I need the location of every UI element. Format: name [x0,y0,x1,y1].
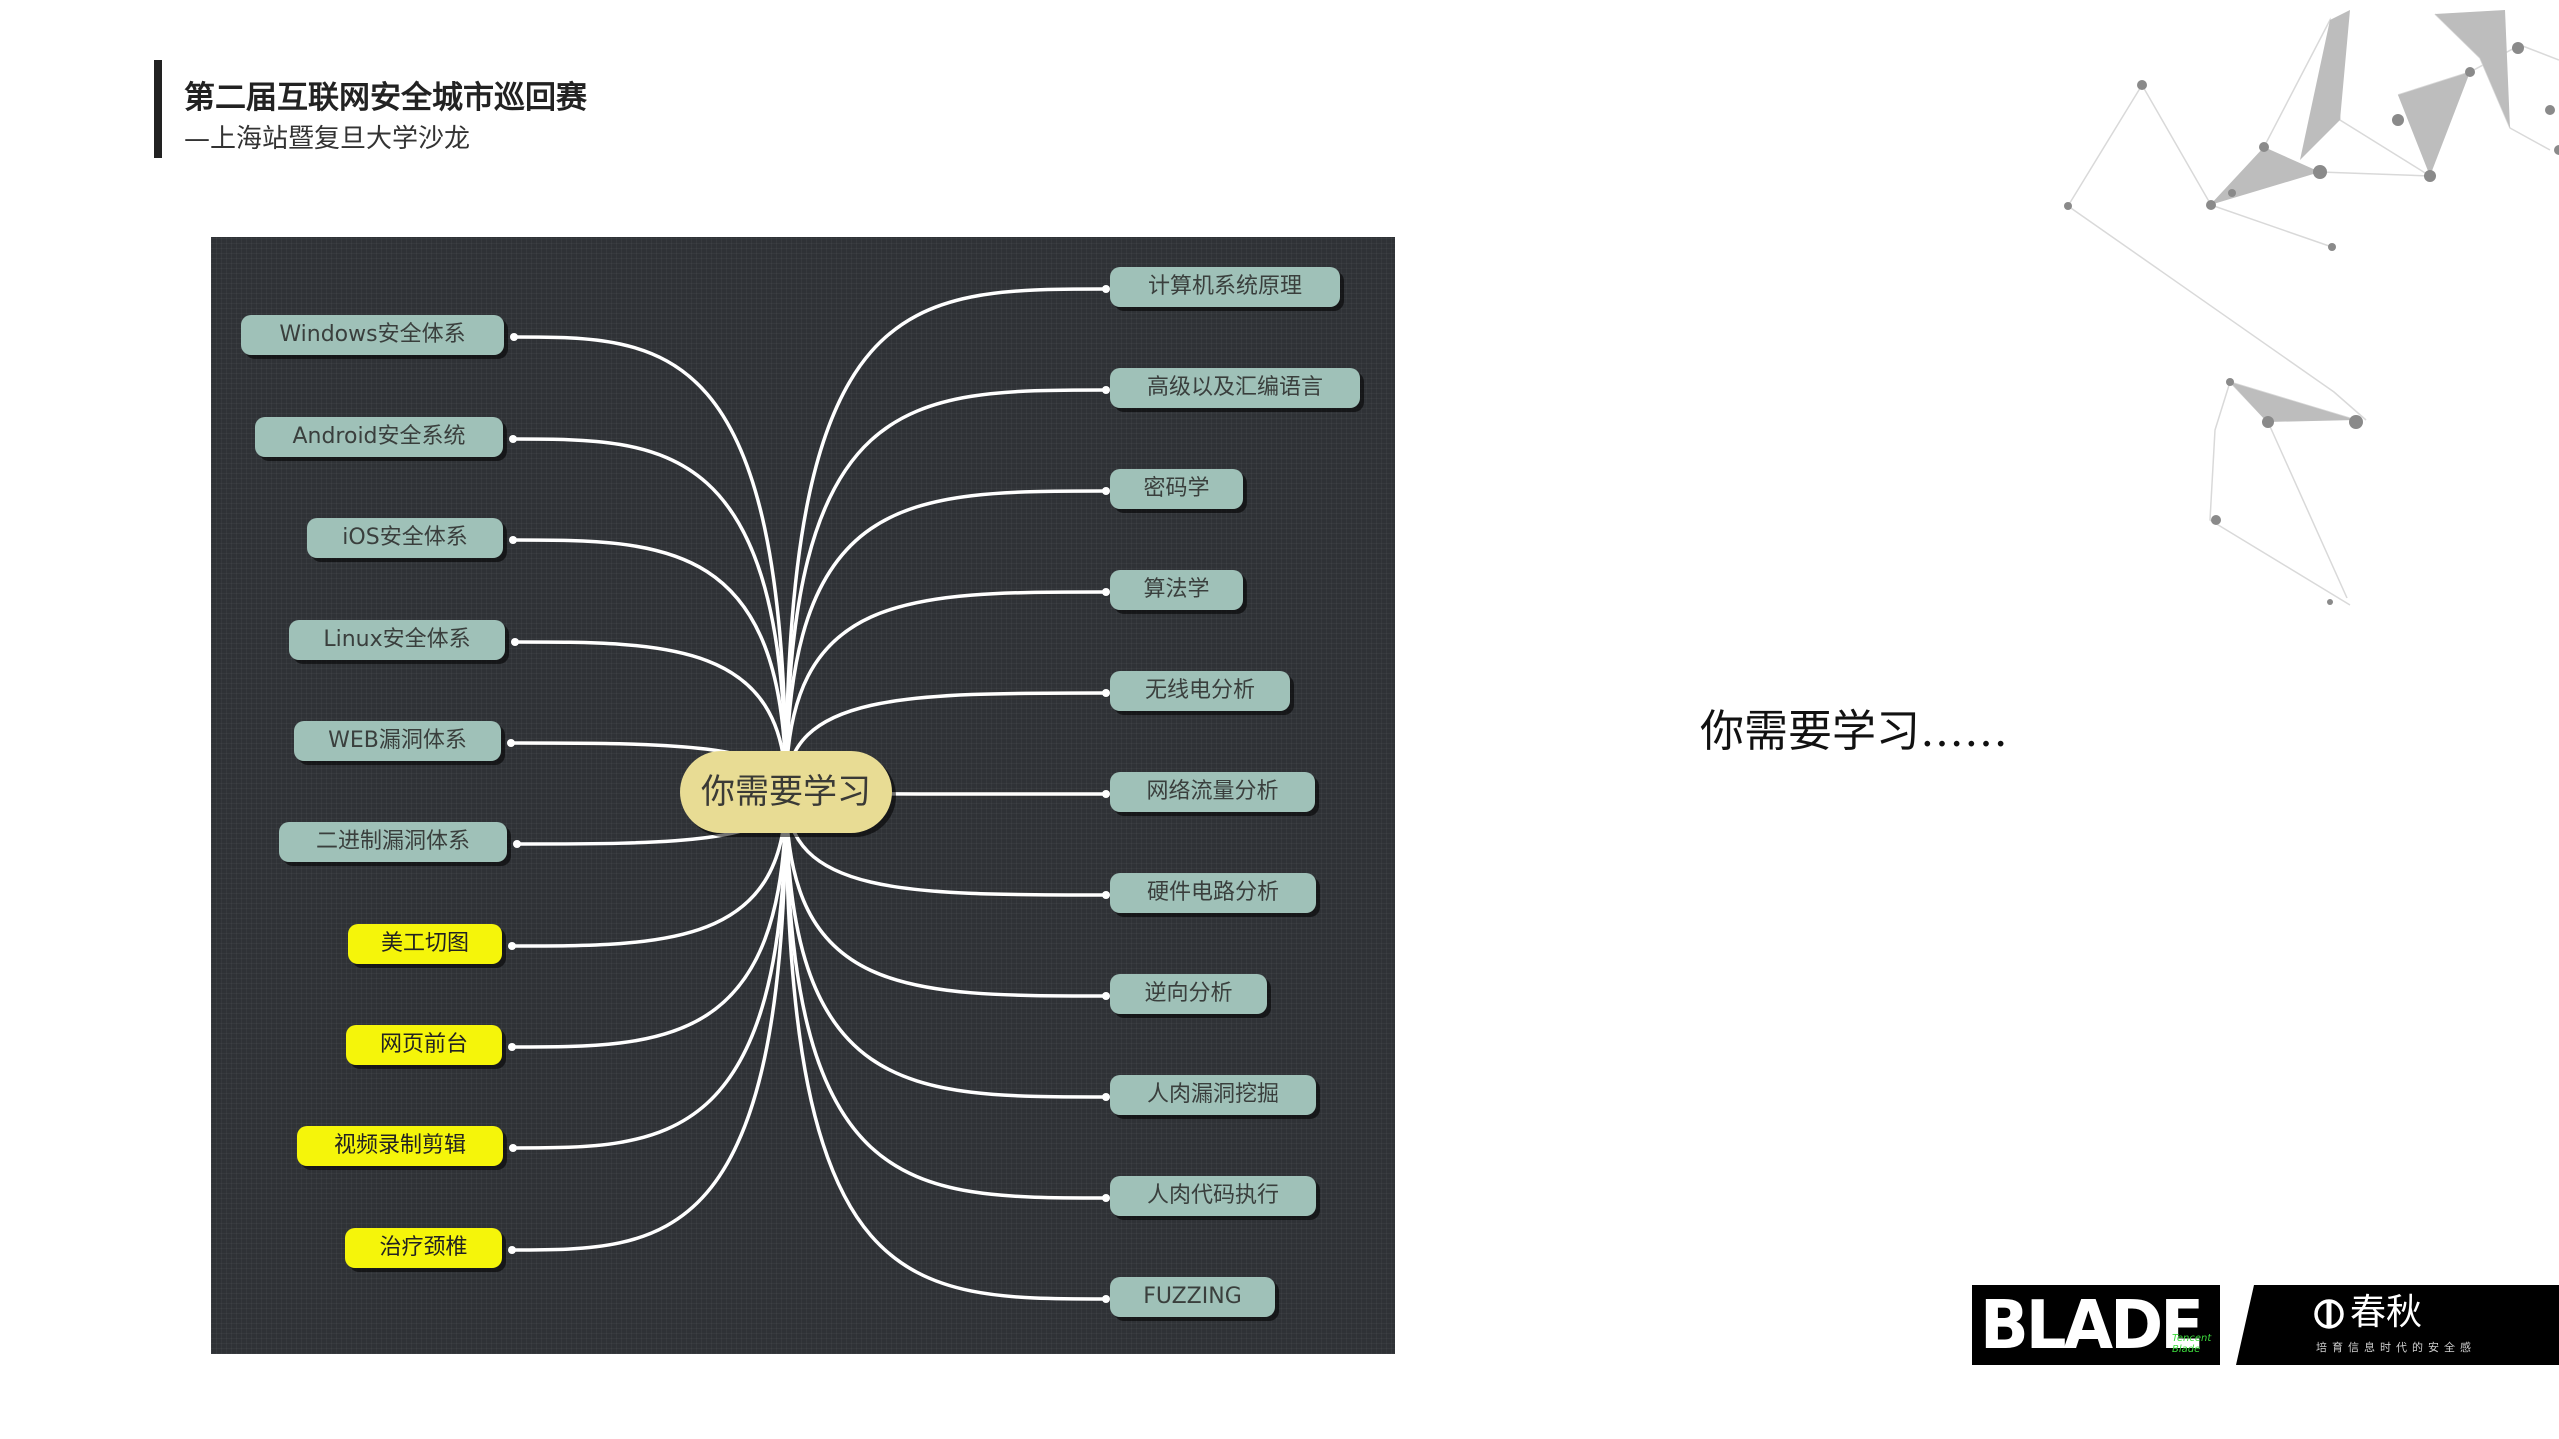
left-link-dot [508,1043,516,1051]
right-link [784,590,1107,793]
right-node: 人肉代码执行 [1110,1176,1316,1216]
right-link-dot [1102,689,1110,697]
right-link-dot [1102,285,1110,293]
right-link-dot [1102,891,1110,899]
right-node: 人肉漏洞挖掘 [1110,1075,1316,1115]
left-node: 二进制漏洞体系 [279,822,507,862]
left-link [512,791,788,1150]
left-link [512,437,788,793]
right-link [784,489,1107,793]
network-decoration [2064,10,2559,606]
right-link [784,388,1107,793]
right-node: FUZZING [1110,1277,1275,1317]
left-link [511,791,788,1252]
blade-logo-word: BLADE [1980,1287,2204,1365]
right-link-dot [1102,790,1110,798]
right-node: 无线电分析 [1110,671,1290,711]
left-link-dot [508,1246,516,1254]
ichunqiu-slogan: 培育信息时代的安全感 [2316,1341,2476,1354]
right-node: 密码学 [1110,469,1243,509]
right-link [784,791,1107,998]
page-subtitle: —上海站暨复旦大学沙龙 [184,124,471,154]
left-link [513,335,788,793]
left-link-dot [507,739,515,747]
right-node: 逆向分析 [1110,974,1267,1014]
blade-logo-small: Tencent Blade [2172,1333,2212,1355]
center-node: 你需要学习 [680,751,892,833]
left-link-dot [509,1144,517,1152]
left-node: 网页前台 [346,1025,502,1065]
page-title: 第二届互联网安全城市巡回赛 [184,80,587,116]
right-node: 高级以及汇编语言 [1110,368,1360,408]
right-link [784,791,1107,1099]
left-link [511,791,788,1049]
right-link [784,287,1107,793]
ichunqiu-brand: 春秋 [2350,1292,2423,1333]
right-link-dot [1102,1093,1110,1101]
left-link [511,791,788,948]
right-link [784,791,1107,1200]
right-node: 计算机系统原理 [1110,267,1340,307]
side-caption: 你需要学习…… [1700,706,2008,757]
ichunqiu-mark-icon [2314,1299,2344,1329]
left-node: Linux安全体系 [289,620,505,660]
right-link [784,791,1107,1301]
left-link-dot [510,333,518,341]
right-node: 硬件电路分析 [1110,873,1316,913]
right-node: 网络流量分析 [1110,772,1315,812]
left-node: Windows安全体系 [241,315,504,355]
left-link-dot [508,942,516,950]
right-link-dot [1102,1194,1110,1202]
ichunqiu-logo: 春秋 培育信息时代的安全感 [2236,1285,2559,1365]
left-link [512,538,788,793]
title-accent-bar [154,60,162,158]
left-link [514,640,788,793]
left-link-dot [509,536,517,544]
left-node: 视频录制剪辑 [297,1126,503,1166]
left-node: 治疗颈椎 [345,1228,502,1268]
right-link-dot [1102,487,1110,495]
blade-logo: BLADE Tencent Blade [1972,1285,2220,1365]
right-link-dot [1102,588,1110,596]
left-node: Android安全系统 [255,417,503,457]
right-node: 算法学 [1110,570,1243,610]
mind-map: 你需要学习 Windows安全体系 Android安全系统 iOS安全体系 Linux… [211,237,1395,1354]
left-node: WEB漏洞体系 [294,721,501,761]
left-link-dot [513,840,521,848]
left-link-dot [509,435,517,443]
right-link-dot [1102,386,1110,394]
left-node: iOS安全体系 [307,518,503,558]
right-link-dot [1102,1295,1110,1303]
right-link-dot [1102,992,1110,1000]
left-link-dot [511,638,519,646]
left-node: 美工切图 [348,924,502,964]
